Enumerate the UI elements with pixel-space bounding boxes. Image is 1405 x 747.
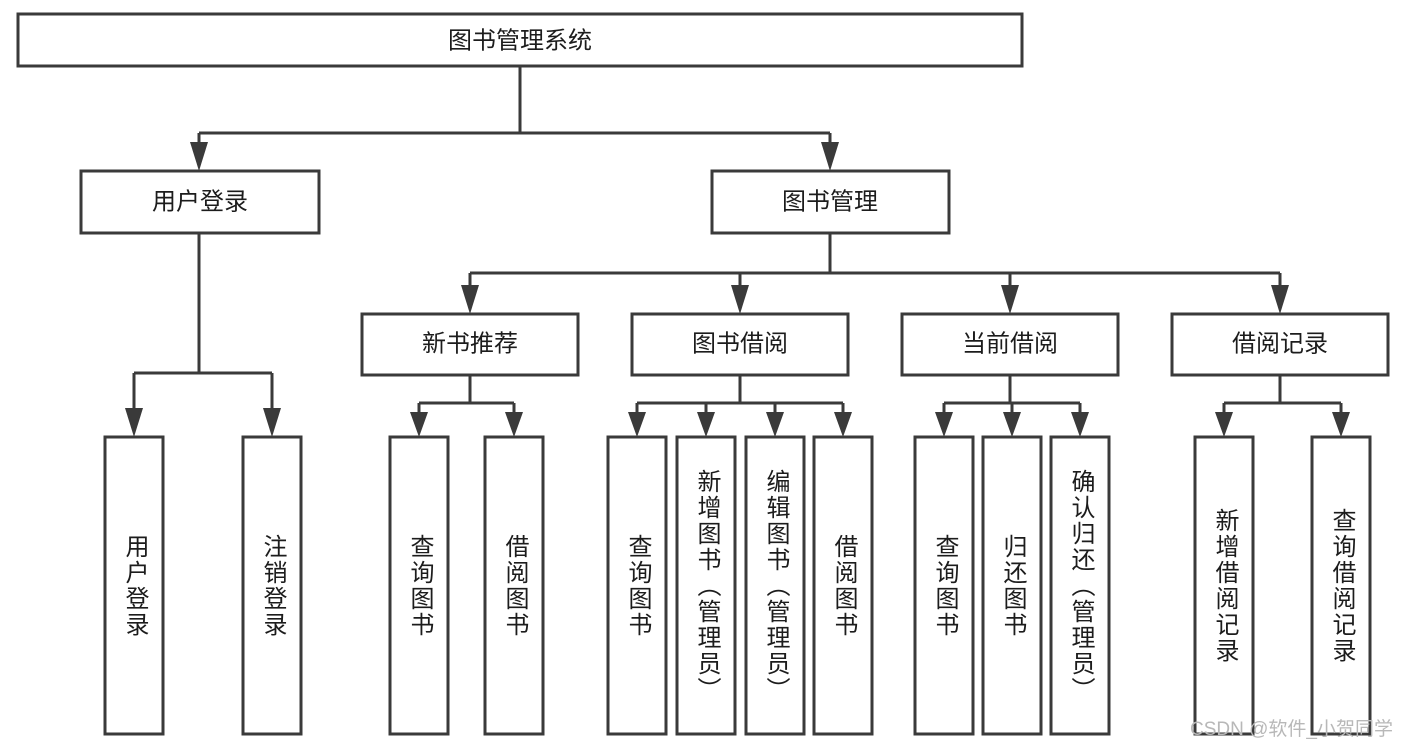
connectors-book-manage-to-level3	[461, 233, 1289, 314]
arrow-to-user-login	[190, 142, 208, 171]
leaf-label-logout: 注销登录	[259, 533, 286, 638]
leaf-box-query-book-recommend[interactable]	[388, 435, 450, 736]
arrow-leaf-query-book-2	[628, 412, 646, 437]
arrow-leaf-query-book-1	[410, 412, 428, 437]
leaf-box-query-book-borrow[interactable]	[606, 435, 668, 736]
leaf-label-user-login: 用户登录	[121, 533, 148, 638]
leaf-label-query-book-recommend: 查询图书	[406, 533, 433, 638]
leaf-box-add-borrow-record[interactable]	[1193, 435, 1255, 736]
leaf-box-logout[interactable]	[241, 435, 303, 736]
arrow-leaf-confirm-return	[1071, 412, 1089, 437]
leaf-label-query-borrow-record: 查询借阅记录	[1328, 507, 1355, 664]
node-user-login-box[interactable]	[79, 169, 321, 235]
arrow-leaf-return-book	[1003, 412, 1021, 437]
node-root-box[interactable]	[16, 12, 1024, 68]
node-book-manage[interactable]: 图书管理	[710, 169, 951, 235]
connectors-user-login-to-leaves	[125, 233, 281, 437]
arrow-leaf-borrow-book-2	[834, 412, 852, 437]
node-book-manage-label: 图书管理	[782, 188, 878, 215]
leaf-box-add-book-admin[interactable]	[675, 435, 737, 736]
node-current-borrow[interactable]: 当前借阅	[900, 312, 1120, 377]
arrow-to-current-borrow	[1001, 285, 1019, 314]
node-user-login-label: 用户登录	[152, 188, 248, 215]
leaf-label-edit-book-admin: 编辑图书（管理员）	[762, 468, 789, 703]
arrow-leaf-user-login	[125, 408, 143, 437]
leaf-box-confirm-return-admin[interactable]	[1049, 435, 1111, 736]
leaf-label-confirm-return-admin: 确认归还（管理员）	[1067, 468, 1094, 703]
arrow-leaf-borrow-book-1	[505, 412, 523, 437]
leaf-label-borrow-book-recommend: 借阅图书	[501, 533, 528, 638]
connectors-new-book-to-leaves	[410, 375, 523, 437]
node-user-login[interactable]: 用户登录	[79, 169, 321, 235]
node-book-borrow[interactable]: 图书借阅	[630, 312, 850, 377]
leaf-label-query-book-current: 查询图书	[931, 533, 958, 638]
arrow-leaf-logout	[263, 408, 281, 437]
leaf-box-user-login[interactable]	[103, 435, 165, 736]
arrow-to-book-manage	[821, 142, 839, 171]
node-book-borrow-box[interactable]	[630, 312, 850, 377]
leaf-label-borrow-book: 借阅图书	[830, 533, 857, 638]
leaf-box-query-book-current[interactable]	[913, 435, 975, 736]
connectors-book-borrow-to-leaves	[628, 375, 852, 437]
connectors-borrow-record-to-leaves	[1215, 375, 1350, 437]
leaf-label-add-book-admin: 新增图书（管理员）	[693, 468, 720, 703]
node-borrow-record[interactable]: 借阅记录	[1170, 312, 1390, 377]
node-borrow-record-label: 借阅记录	[1232, 330, 1328, 357]
arrow-leaf-add-record	[1215, 412, 1233, 437]
arrow-to-new-book	[461, 285, 479, 314]
leaf-box-query-borrow-record[interactable]	[1310, 435, 1372, 736]
node-new-book-recommend[interactable]: 新书推荐	[360, 312, 580, 377]
node-borrow-record-box[interactable]	[1170, 312, 1390, 377]
arrow-leaf-query-book-3	[935, 412, 953, 437]
node-current-borrow-box[interactable]	[900, 312, 1120, 377]
leaf-box-edit-book-admin[interactable]	[744, 435, 806, 736]
leaf-box-borrow-book[interactable]	[812, 435, 874, 736]
arrow-leaf-edit-book	[766, 412, 784, 437]
node-current-borrow-label: 当前借阅	[962, 330, 1058, 357]
arrow-to-book-borrow	[731, 285, 749, 314]
arrow-leaf-add-book	[697, 412, 715, 437]
leaf-box-borrow-book-recommend[interactable]	[483, 435, 545, 736]
node-root-label: 图书管理系统	[448, 27, 592, 54]
connectors-current-borrow-to-leaves	[935, 375, 1089, 437]
node-book-borrow-label: 图书借阅	[692, 330, 788, 357]
leaf-label-add-borrow-record: 新增借阅记录	[1211, 507, 1238, 664]
connectors-root-to-level2	[190, 66, 839, 171]
csdn-watermark: CSDN @软件_小贺同学	[1190, 719, 1393, 740]
node-new-book-recommend-label: 新书推荐	[422, 330, 518, 357]
node-root[interactable]: 图书管理系统	[16, 12, 1024, 68]
leaf-label-return-book: 归还图书	[999, 533, 1026, 638]
arrow-to-borrow-record	[1271, 285, 1289, 314]
node-book-manage-box[interactable]	[710, 169, 951, 235]
node-new-book-recommend-box[interactable]	[360, 312, 580, 377]
leaf-label-query-book-borrow: 查询图书	[624, 533, 651, 638]
leaf-box-return-book[interactable]	[981, 435, 1043, 736]
arrow-leaf-query-record	[1332, 412, 1350, 437]
